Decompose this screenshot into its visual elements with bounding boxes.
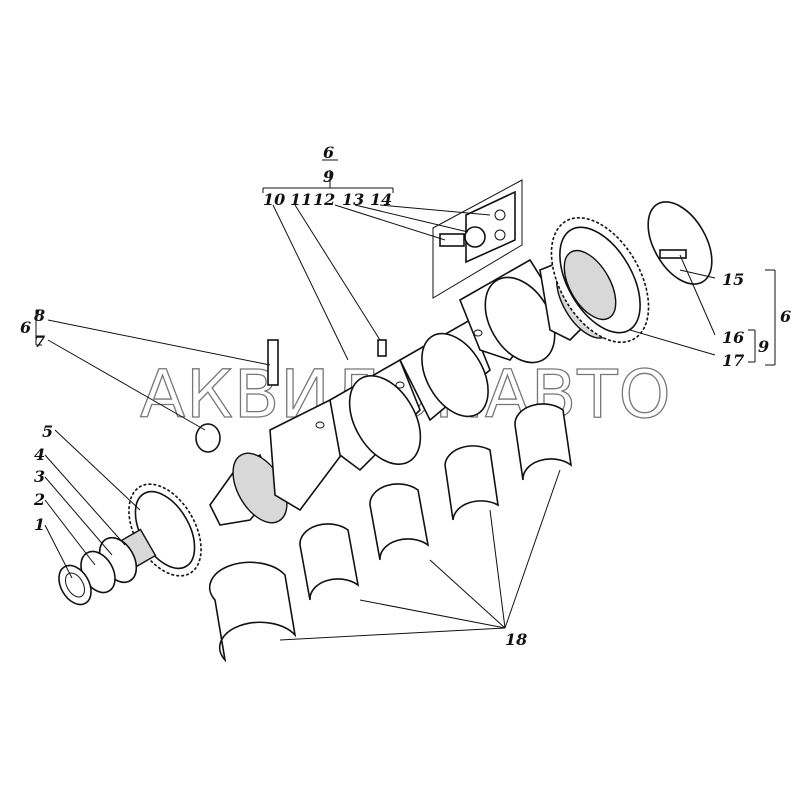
label-13: 13 [342, 190, 364, 209]
label-5: 5 [42, 422, 53, 441]
label-left-6: 6 [20, 318, 31, 337]
label-7: 7 [34, 332, 45, 351]
part-13-washer [464, 226, 486, 248]
label-10: 10 [263, 190, 285, 209]
label-2: 2 [33, 490, 45, 509]
label-right-9: 9 [758, 337, 769, 356]
label-16: 16 [722, 328, 744, 347]
label-3: 3 [34, 467, 45, 486]
rear-gear [550, 217, 650, 343]
part-8-pin [267, 339, 279, 386]
label-17: 17 [722, 351, 744, 370]
part-16-pin [659, 249, 687, 259]
label-18: 18 [505, 630, 527, 649]
label-top-6: 6 [323, 143, 334, 162]
label-8: 8 [33, 306, 45, 325]
part-7-bushing [195, 423, 221, 453]
front-gear [113, 483, 202, 577]
label-right-6: 6 [780, 307, 791, 326]
part-11-plug [377, 339, 387, 357]
label-1: 1 [34, 515, 45, 534]
label-14: 14 [370, 190, 392, 209]
label-4: 4 [34, 445, 45, 464]
part-15-ring [647, 201, 713, 285]
plate-group-frame [432, 179, 523, 299]
label-top-9: 9 [323, 167, 334, 186]
label-15: 15 [722, 270, 744, 289]
leader-lines [35, 159, 776, 641]
part-12-bolt [439, 233, 465, 247]
label-11: 11 [290, 190, 312, 209]
label-12: 12 [313, 190, 335, 209]
bearing-shells [208, 403, 573, 663]
